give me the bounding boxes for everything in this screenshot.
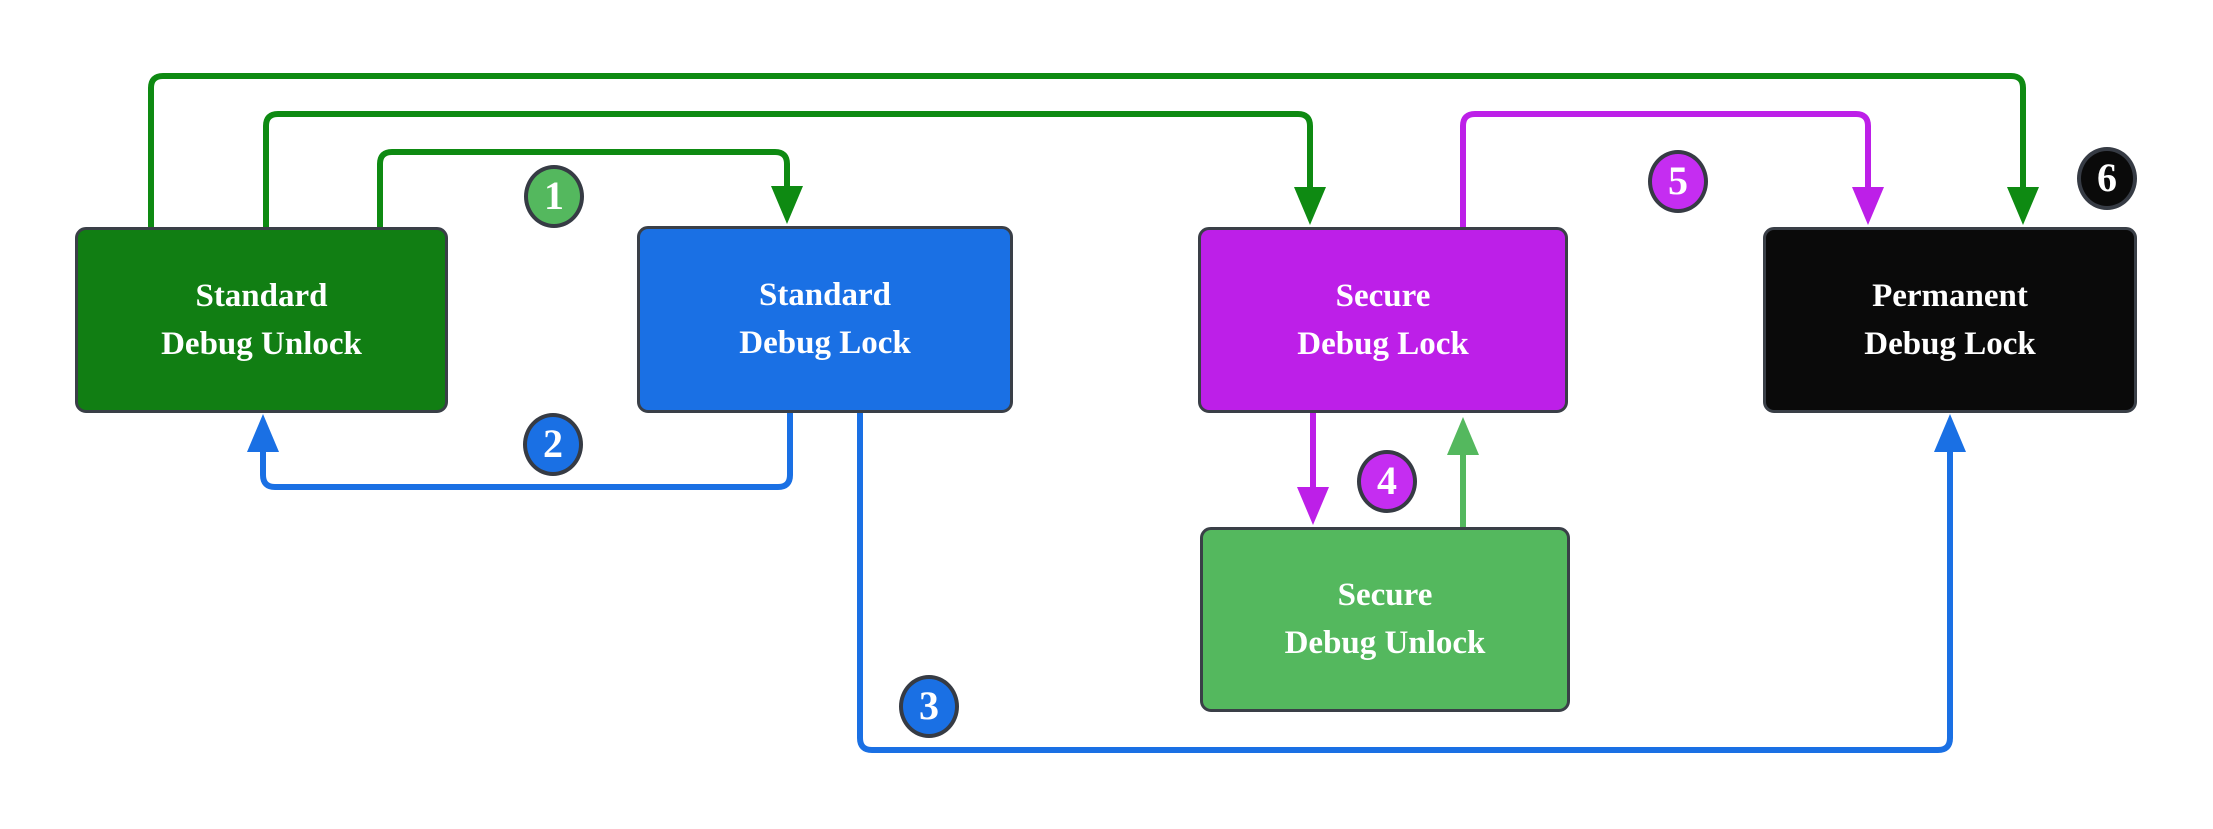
state-secure-debug-lock: Secure Debug Lock [1198,227,1568,413]
state-label-line1: Secure [1337,577,1433,613]
state-label-line2: Debug Lock [1297,325,1469,362]
arrow-6-standard-unlock-to-permanent-lock [148,73,2039,227]
state-label-line1: Standard [758,277,892,313]
state-label-line2: Debug Lock [739,325,911,361]
state-standard-debug-unlock: Standard Debug Unlock [75,227,448,413]
state-label-line2: Debug Unlock [161,325,362,362]
badge-6: 6 [2077,147,2137,210]
badge-number: 4 [1377,457,1397,503]
state-label-line2: Debug Lock [1864,325,2036,362]
state-label-line2: Debug Unlock [1284,625,1486,661]
badge-number: 3 [919,682,939,728]
arrow-standard-unlock-to-secure-lock [263,111,1326,227]
badge-number: 6 [2097,154,2117,200]
badge-2: 2 [523,413,583,476]
state-standard-debug-lock: Standard Debug Lock [637,226,1013,413]
state-label-line1: Secure [1335,277,1431,314]
arrow-5-secure-lock-to-permanent-lock [1460,111,1884,227]
state-label-line1: Permanent [1872,277,2028,314]
badge-number: 2 [543,420,563,466]
arrow-4-secure-unlock-to-secure-lock [1447,417,1479,527]
badge-4: 4 [1357,450,1417,513]
badge-number: 1 [544,172,564,218]
state-secure-debug-unlock: Secure Debug Unlock [1200,527,1570,712]
state-label-line1: Standard [195,277,328,314]
arrow-4-secure-lock-to-secure-unlock [1297,413,1329,525]
badge-5: 5 [1648,150,1708,213]
arrow-3-standard-lock-to-permanent-lock [857,413,1966,753]
badge-1: 1 [524,165,584,228]
badge-number: 5 [1668,157,1688,203]
arrow-2-standard-lock-to-standard-unlock [247,413,793,490]
arrow-1-standard-unlock-to-standard-lock [377,149,803,227]
badge-3: 3 [899,675,959,738]
state-permanent-debug-lock: Permanent Debug Lock [1763,227,2137,413]
